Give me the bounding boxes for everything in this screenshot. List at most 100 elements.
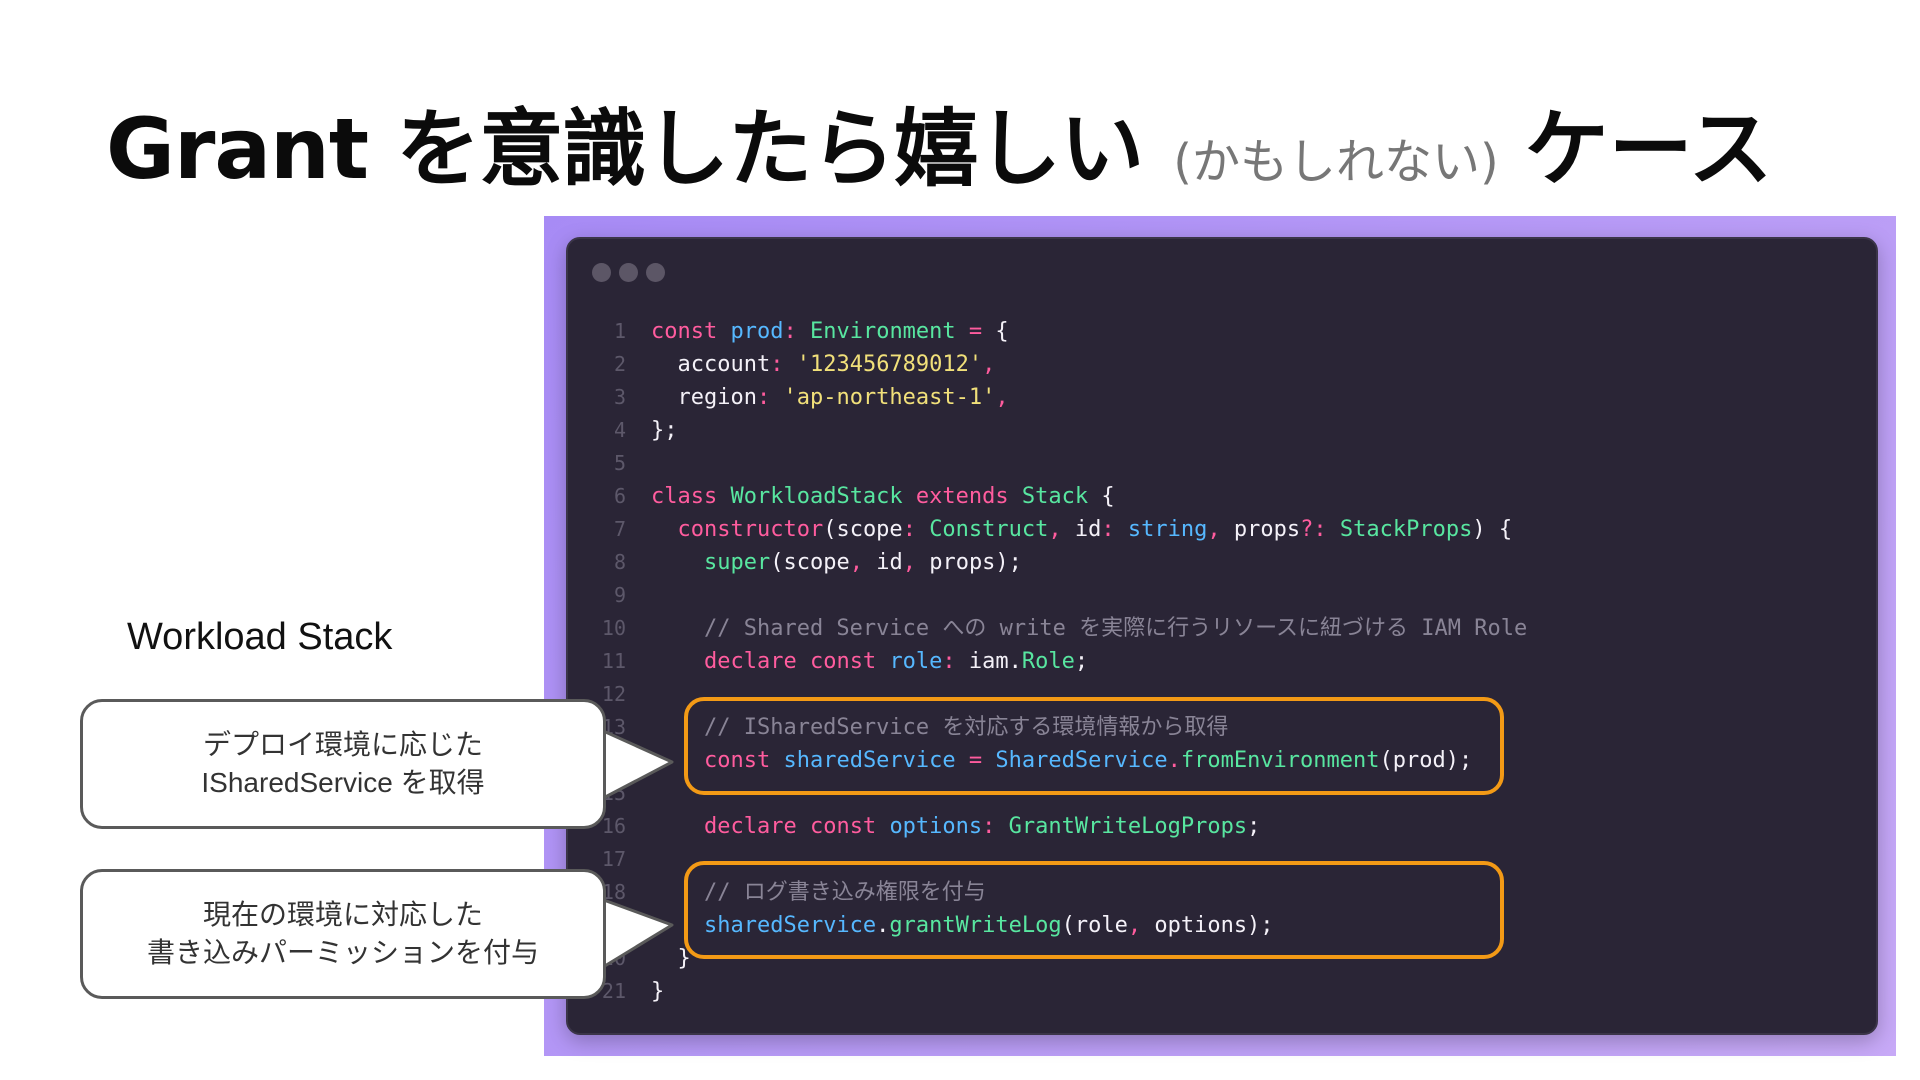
code-comment: // Shared Service への write を実際に行うリソースに紐づ… bbox=[651, 616, 1528, 641]
line-number: 9 bbox=[613, 583, 626, 607]
code-token: id bbox=[1074, 517, 1102, 542]
code-token: StackProps bbox=[1339, 517, 1473, 542]
code-token: Environment bbox=[809, 319, 956, 344]
code-token bbox=[876, 649, 889, 674]
callout-grant-permission: 現在の環境に対応した 書き込みパーミッションを付与 bbox=[80, 869, 606, 999]
code-token: , bbox=[849, 550, 877, 575]
code-line: 11 declare const role: iam.Role; bbox=[568, 645, 1876, 678]
code-token: sharedService bbox=[703, 913, 877, 938]
title-tail: ケース bbox=[1524, 100, 1773, 198]
code-token bbox=[651, 517, 678, 542]
code-token: account bbox=[651, 352, 771, 377]
callout-text-line: デプロイ環境に応じた bbox=[202, 729, 483, 760]
code-token: , bbox=[1207, 517, 1234, 542]
code-token: : bbox=[1101, 517, 1128, 542]
code-token: const bbox=[809, 649, 877, 674]
line-number: 2 bbox=[613, 352, 626, 376]
code-line: 9 bbox=[568, 579, 1876, 612]
code-line: 12 bbox=[568, 678, 1876, 711]
code-token: (scope bbox=[823, 517, 903, 542]
code-token: , bbox=[1127, 913, 1155, 938]
code-line: 18 // ログ書き込み権限を付与 bbox=[568, 876, 1876, 909]
code-token: props); bbox=[929, 550, 1022, 575]
code-line: 5 bbox=[568, 447, 1876, 480]
code-token: options bbox=[889, 814, 983, 839]
window-controls bbox=[592, 263, 665, 282]
line-number: 16 bbox=[601, 814, 626, 838]
code-token: class bbox=[651, 484, 718, 509]
code-token: , bbox=[995, 385, 1009, 410]
code-token: } bbox=[651, 979, 665, 1004]
code-token bbox=[651, 550, 704, 575]
code-token: , bbox=[982, 352, 996, 377]
code-token: prod bbox=[730, 319, 784, 344]
callout-text-line: 書き込みパーミッションを付与 bbox=[146, 937, 539, 968]
code-token: , bbox=[1048, 517, 1075, 542]
line-number: 6 bbox=[613, 484, 626, 508]
code-token bbox=[903, 484, 916, 509]
code-line: 8 super(scope, id, props); bbox=[568, 546, 1876, 579]
code-token: : bbox=[770, 352, 797, 377]
line-number: 5 bbox=[613, 451, 626, 475]
code-token: sharedService bbox=[783, 748, 956, 773]
line-number: 1 bbox=[613, 319, 626, 343]
code-token: const bbox=[809, 814, 877, 839]
code-token: ) { bbox=[1472, 517, 1513, 542]
code-token: role bbox=[889, 649, 943, 674]
title-main: Grant を意識したら嬉しい bbox=[106, 100, 1144, 198]
code-token: (role bbox=[1061, 913, 1128, 938]
code-token: region bbox=[651, 385, 757, 410]
code-token bbox=[1009, 484, 1022, 509]
line-number: 8 bbox=[613, 550, 626, 574]
code-line: 14 const sharedService = SharedService.f… bbox=[568, 744, 1876, 777]
code-comment: // ログ書き込み権限を付与 bbox=[651, 880, 986, 905]
code-token: grantWriteLog bbox=[889, 913, 1062, 938]
code-token: : bbox=[982, 814, 1009, 839]
code-token: (prod); bbox=[1379, 748, 1473, 773]
code-token: Stack bbox=[1021, 484, 1089, 509]
code-token: WorkloadStack bbox=[730, 484, 903, 509]
line-number: 4 bbox=[613, 418, 626, 442]
line-number: 21 bbox=[601, 979, 626, 1003]
code-token: props bbox=[1233, 517, 1301, 542]
code-token: '123456789012' bbox=[796, 352, 983, 377]
code-token: SharedService bbox=[995, 748, 1168, 773]
code-token: (scope bbox=[770, 550, 850, 575]
code-token: string bbox=[1127, 517, 1208, 542]
code-token: declare bbox=[703, 649, 797, 674]
code-token bbox=[797, 814, 810, 839]
code-token bbox=[797, 649, 810, 674]
code-token: . bbox=[1008, 649, 1022, 674]
code-token: : bbox=[902, 517, 930, 542]
code-token: constructor bbox=[677, 517, 824, 542]
callout-text-line: 現在の環境に対応した bbox=[202, 899, 483, 930]
code-token: iam bbox=[968, 649, 1009, 674]
code-token: { bbox=[995, 319, 1009, 344]
code-token: = bbox=[955, 748, 996, 773]
workload-stack-label: Workload Stack bbox=[127, 616, 393, 658]
code-token: super bbox=[703, 550, 771, 575]
line-number: 10 bbox=[601, 616, 626, 640]
code-token: declare bbox=[703, 814, 797, 839]
line-number: 11 bbox=[601, 649, 626, 673]
code-token bbox=[717, 484, 730, 509]
code-token: : bbox=[783, 319, 810, 344]
window-dot-icon bbox=[646, 263, 665, 282]
callout-shared-service: デプロイ環境に応じた ISharedService を取得 bbox=[80, 699, 606, 829]
code-line: 7 constructor(scope: Construct, id: stri… bbox=[568, 513, 1876, 546]
line-number: 17 bbox=[601, 847, 626, 871]
code-token: ?: bbox=[1300, 517, 1340, 542]
code-token bbox=[717, 319, 730, 344]
line-number: 12 bbox=[601, 682, 626, 706]
code-token: , bbox=[902, 550, 930, 575]
window-dot-icon bbox=[592, 263, 611, 282]
code-token: : bbox=[942, 649, 969, 674]
slide-title: Grant を意識したら嬉しい (かもしれない) ケース bbox=[106, 82, 1773, 198]
line-number: 3 bbox=[613, 385, 626, 409]
code-token: Role bbox=[1021, 649, 1075, 674]
code-token bbox=[651, 649, 704, 674]
callout-text-line: ISharedService を取得 bbox=[201, 767, 485, 798]
code-token: ; bbox=[1074, 649, 1089, 674]
